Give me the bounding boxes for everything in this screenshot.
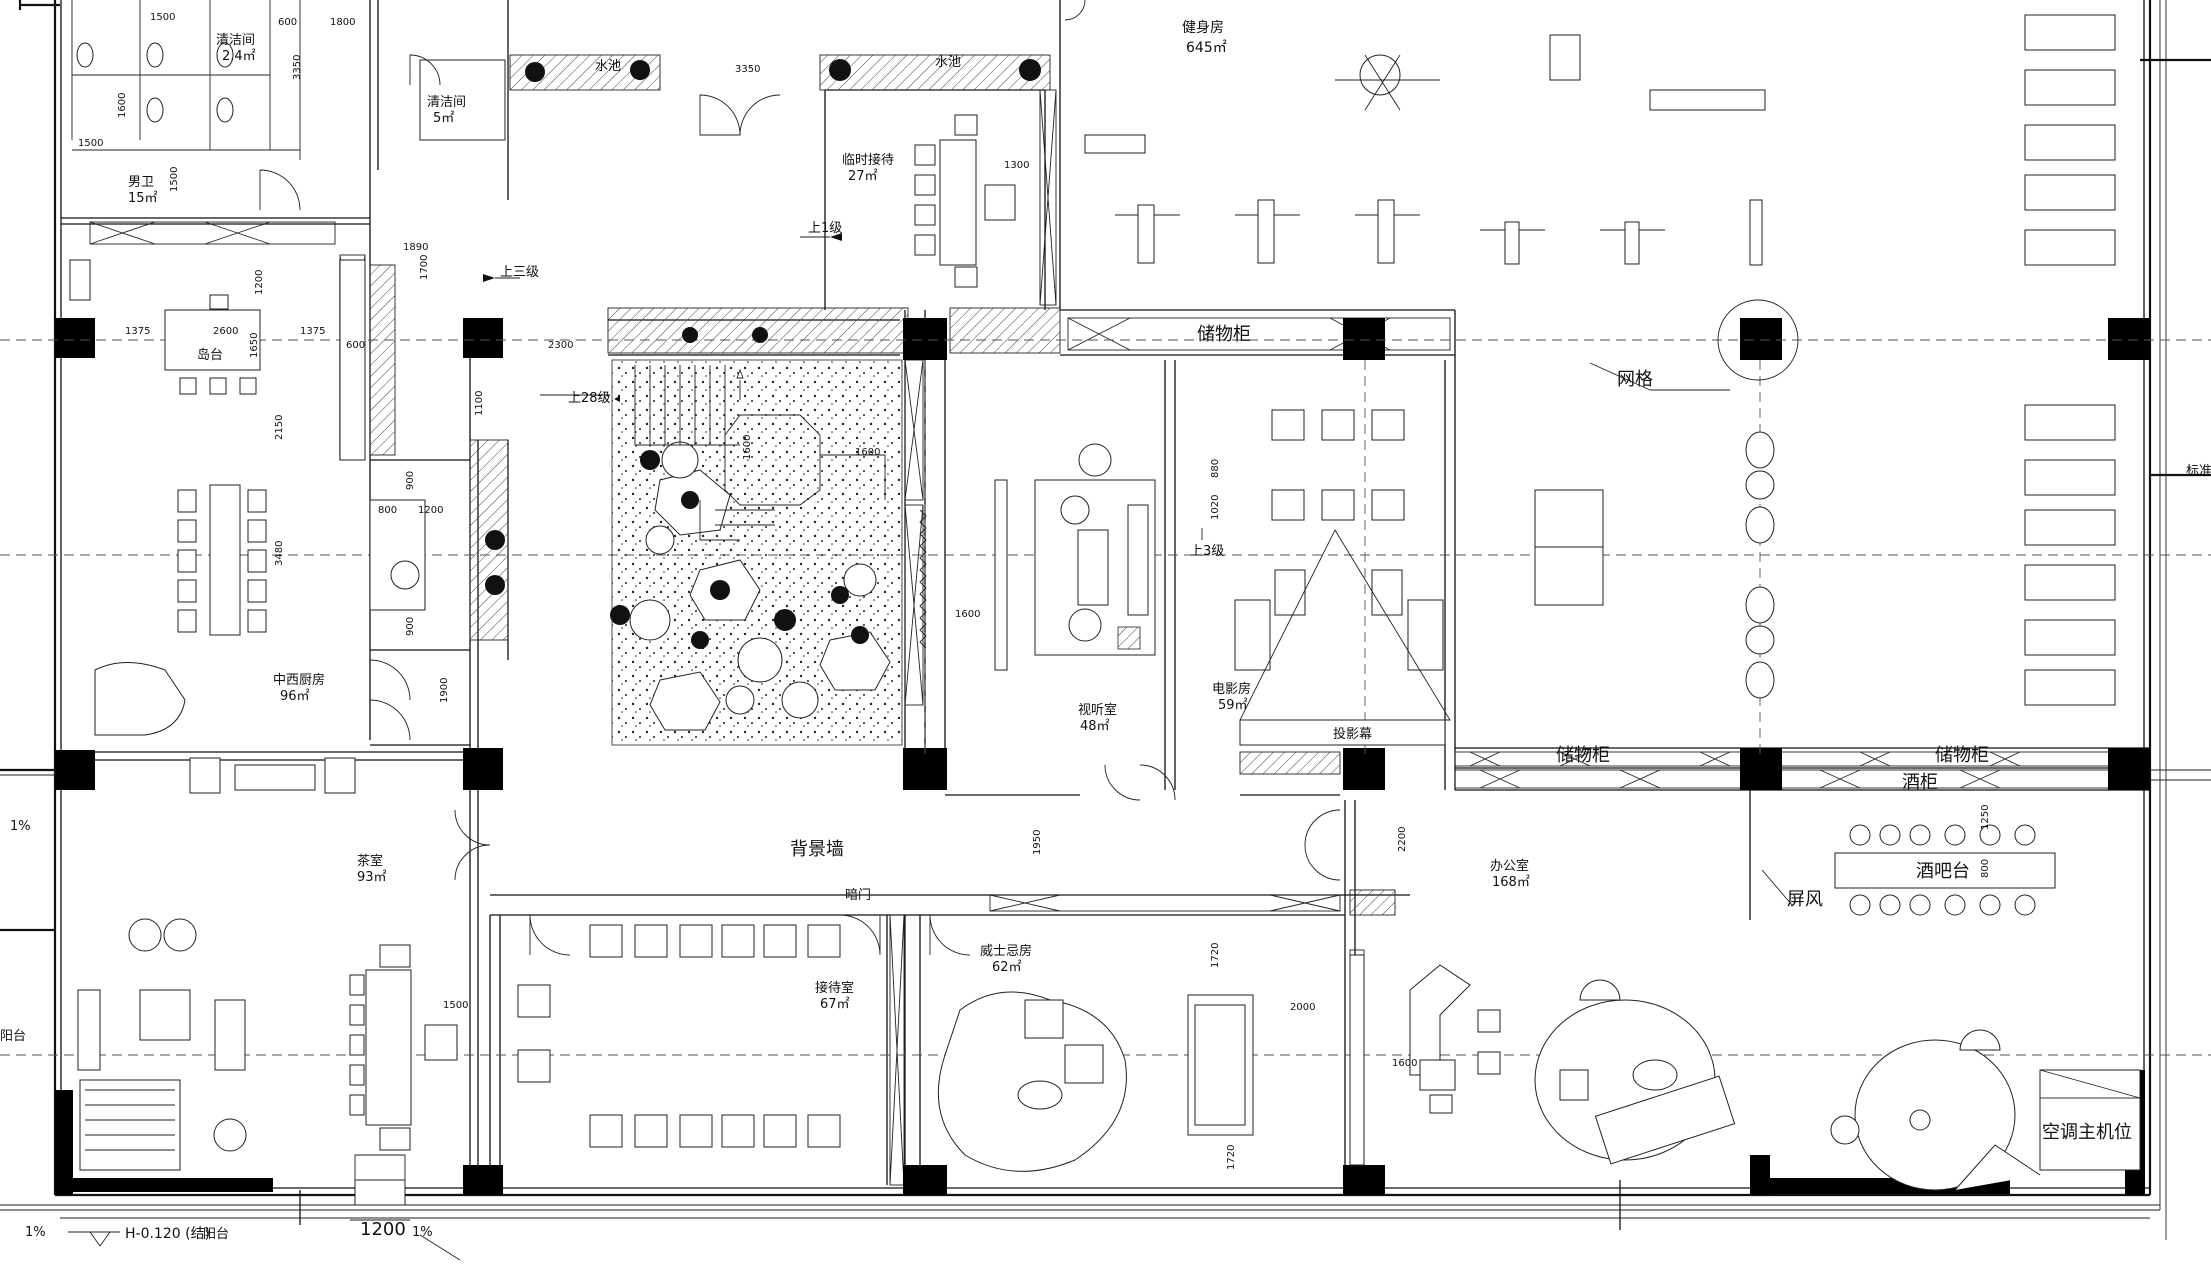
- room-area-reception: 67㎡: [820, 997, 850, 1012]
- label-pool-1: 水池: [595, 59, 621, 74]
- room-area-tea-room: 93㎡: [357, 870, 387, 885]
- label-ac-unit: 空调主机位: [2042, 1122, 2132, 1143]
- svg-text:1375: 1375: [300, 326, 325, 337]
- svg-text:1800: 1800: [330, 17, 355, 28]
- svg-text:1600: 1600: [1392, 1058, 1417, 1069]
- label-screen: 屏风: [1787, 889, 1823, 910]
- garden: [485, 54, 1051, 746]
- svg-text:1700: 1700: [419, 255, 430, 280]
- svg-text:1100: 1100: [474, 391, 485, 416]
- dimensions: 1500 600 1800 3350 1500 1600 1500 3350 1…: [78, 12, 1991, 1170]
- label-hidden-door: 暗门: [845, 888, 871, 903]
- room-area-cinema: 59㎡: [1218, 698, 1248, 713]
- annotation-labels: 储物柜 储物柜 储物柜 酒柜 酒吧台 屏风 网格 背景墙 暗门 投影幕 岛台 空…: [0, 55, 2211, 1261]
- label-storage-2: 储物柜: [1556, 745, 1610, 766]
- room-name-office: 办公室: [1490, 858, 1529, 874]
- svg-text:600: 600: [346, 340, 365, 351]
- label-background-wall: 背景墙: [790, 839, 844, 860]
- room-area-washroom-small: 2.4㎡: [222, 49, 256, 64]
- label-slope-1: 1%: [10, 819, 31, 834]
- room-name-temp-reception: 临时接待: [842, 152, 894, 168]
- room-name-washroom-small: 清洁间: [216, 33, 255, 48]
- label-slope-3: 1%: [412, 1225, 433, 1240]
- room-area-gym: 645㎡: [1186, 40, 1227, 56]
- room-area-office: 168㎡: [1492, 875, 1530, 890]
- svg-text:900: 900: [405, 617, 416, 636]
- svg-text:800: 800: [1980, 859, 1991, 878]
- room-name-cinema: 电影房: [1212, 681, 1251, 697]
- room-name-gym: 健身房: [1182, 20, 1224, 36]
- label-balcony-bottom: 阳台: [203, 1227, 229, 1242]
- label-dim-1200: 1200: [360, 1219, 406, 1240]
- label-projection-screen: 投影幕: [1333, 726, 1372, 742]
- label-wine-cabinet: 酒柜: [1902, 772, 1938, 793]
- stair-arrows: [483, 233, 1203, 540]
- label-balcony-left: 阳台: [0, 1029, 26, 1044]
- svg-text:3350: 3350: [292, 55, 303, 80]
- svg-text:1200: 1200: [254, 270, 265, 295]
- svg-text:1300: 1300: [1004, 160, 1029, 171]
- room-area-temp-reception: 27㎡: [848, 169, 878, 184]
- svg-text:1900: 1900: [439, 678, 450, 703]
- room-name-reception: 接待室: [815, 980, 854, 996]
- label-up-3-a: 上3级: [1190, 544, 1224, 559]
- room-area-washroom: 5㎡: [433, 111, 454, 126]
- svg-text:3480: 3480: [274, 541, 285, 566]
- label-storage-3: 储物柜: [1935, 745, 1989, 766]
- label-up-3-b: 上三级: [500, 265, 539, 280]
- room-name-kitchen: 中西厨房: [273, 672, 325, 688]
- room-area-av-room: 48㎡: [1080, 719, 1110, 734]
- svg-text:1600: 1600: [117, 93, 128, 118]
- label-up-28: 上28级: [568, 391, 611, 406]
- svg-text:1950: 1950: [1032, 830, 1043, 855]
- svg-text:2600: 2600: [213, 326, 238, 337]
- room-labels: 健身房 645㎡ 清洁间 2.4㎡ 清洁间 5㎡ 男卫 15㎡ 临时接待 27㎡…: [128, 20, 1530, 1012]
- room-area-mens-toilet: 15㎡: [128, 191, 158, 206]
- svg-text:1500: 1500: [169, 167, 180, 192]
- svg-text:1720: 1720: [1226, 1145, 1237, 1170]
- svg-text:1890: 1890: [403, 242, 428, 253]
- svg-text:2000: 2000: [1290, 1002, 1315, 1013]
- furniture: [60, 14, 2150, 1230]
- svg-text:1500: 1500: [78, 138, 103, 149]
- svg-text:600: 600: [278, 17, 297, 28]
- grid-lines: [0, 339, 2211, 1056]
- svg-text:2300: 2300: [548, 340, 573, 351]
- label-pool-2: 水池: [935, 55, 961, 70]
- svg-text:2150: 2150: [274, 415, 285, 440]
- svg-text:1600: 1600: [742, 435, 753, 460]
- svg-text:1600: 1600: [855, 447, 880, 458]
- room-name-whisky-room: 威士忌房: [980, 943, 1032, 959]
- room-name-av-room: 视听室: [1078, 702, 1117, 718]
- label-elevation: H-0.120 (结): [125, 1226, 210, 1242]
- label-right-edge: 标准层: [2186, 464, 2211, 479]
- label-grid: 网格: [1617, 369, 1653, 390]
- svg-text:1600: 1600: [955, 609, 980, 620]
- svg-text:1020: 1020: [1210, 495, 1221, 520]
- room-name-tea-room: 茶室: [357, 853, 383, 869]
- svg-text:1500: 1500: [150, 12, 175, 23]
- svg-text:1375: 1375: [125, 326, 150, 337]
- label-storage-1: 储物柜: [1197, 324, 1251, 345]
- label-bar-counter: 酒吧台: [1916, 861, 1970, 882]
- label-island: 岛台: [197, 347, 223, 363]
- room-area-kitchen: 96㎡: [280, 689, 310, 704]
- room-name-mens-toilet: 男卫: [128, 175, 154, 190]
- svg-text:900: 900: [405, 471, 416, 490]
- svg-text:1650: 1650: [249, 333, 260, 358]
- svg-text:1720: 1720: [1210, 943, 1221, 968]
- doors: [259, 0, 1341, 1185]
- svg-text:1200: 1200: [418, 505, 443, 516]
- room-name-washroom: 清洁间: [427, 95, 466, 110]
- label-slope-2: 1%: [25, 1225, 46, 1240]
- svg-text:1250: 1250: [1980, 805, 1991, 830]
- svg-text:880: 880: [1210, 459, 1221, 478]
- svg-text:800: 800: [378, 505, 397, 516]
- svg-text:3350: 3350: [735, 64, 760, 75]
- room-area-whisky-room: 62㎡: [992, 960, 1022, 975]
- svg-text:1500: 1500: [443, 1000, 468, 1011]
- svg-text:2200: 2200: [1397, 827, 1408, 852]
- label-up-1: 上1级: [808, 221, 842, 236]
